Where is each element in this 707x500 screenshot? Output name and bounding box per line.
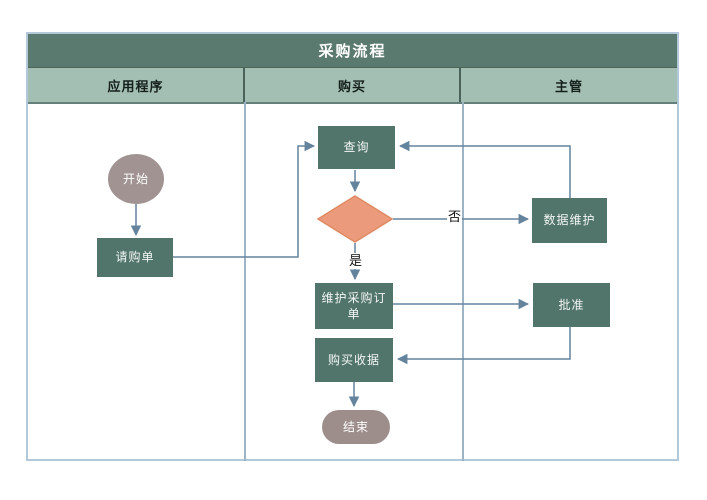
node-maintain-purchase-order: 维护采购订单 [315,283,393,329]
node-requisition: 请购单 [97,238,173,277]
node-approve: 批准 [533,283,610,327]
node-purchase-receipt: 购买收据 [315,338,393,382]
node-end: 结束 [322,410,390,444]
lane-header-supervisor: 主管 [554,78,583,94]
lane-header-row: 应用程序 购买 主管 [28,68,677,104]
diagram-title: 采购流程 [28,34,677,68]
node-start: 开始 [108,154,164,204]
node-data-maintenance: 数据维护 [532,198,607,243]
swimlane-frame: 采购流程 应用程序 购买 主管 [26,32,679,461]
edge-label-no: 否 [447,209,462,225]
lane-header-purchase: 购买 [245,68,461,102]
node-query: 查询 [318,126,395,169]
lane-header-application: 应用程序 [28,68,245,102]
lane-divider-2 [462,102,464,461]
edge-label-yes: 是 [348,253,363,269]
lane-divider-1 [244,102,246,461]
